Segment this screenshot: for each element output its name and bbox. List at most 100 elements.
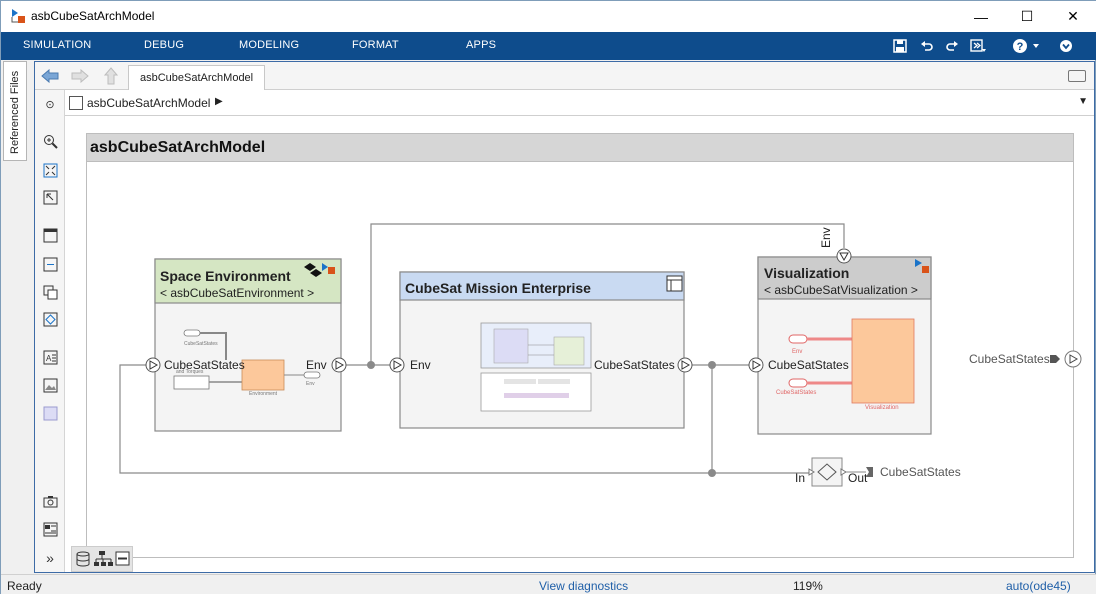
model-data-icon[interactable]	[76, 551, 90, 567]
env-thumb-out: Env	[306, 381, 315, 387]
help-icon[interactable]: ?	[1011, 37, 1041, 55]
mission-in-port-label: Env	[410, 358, 431, 372]
vis-thumb-block: Visualization	[865, 405, 899, 411]
referenced-files-label: Referenced Files	[9, 70, 21, 154]
env-out-port-label: Env	[306, 358, 327, 372]
undo-icon[interactable]	[918, 37, 936, 55]
env-thumb-mid: and Torques	[176, 369, 204, 375]
vis-thumbnail: Env CubeSatStates Visualization	[776, 318, 915, 411]
model-tab[interactable]: asbCubeSatArchModel	[128, 65, 266, 90]
adapter-in-label: In	[795, 471, 805, 485]
env-thumb-block: Environment	[249, 391, 278, 397]
adapter-icon[interactable]	[42, 311, 58, 327]
forward-icon[interactable]	[70, 67, 90, 85]
hierarchy-icon[interactable]	[94, 551, 113, 566]
back-icon[interactable]	[40, 67, 60, 85]
cubesat-mission-enterprise-block[interactable]: CubeSat Mission Enterprise	[389, 271, 693, 429]
zoom-level[interactable]: 119%	[793, 579, 823, 593]
referenced-files-tab[interactable]: Referenced Files	[3, 61, 27, 161]
model-icon	[69, 96, 83, 110]
arrow-select-icon[interactable]	[42, 189, 58, 205]
annotation-icon[interactable]: A	[42, 349, 58, 365]
solver-link[interactable]: auto(ode45)	[1006, 579, 1071, 593]
vis-thumb-top: Env	[792, 349, 802, 355]
diagram-canvas[interactable]: asbCubeSatArchModel	[66, 117, 1093, 572]
mission-title: CubeSat Mission Enterprise	[405, 280, 591, 296]
redo-icon[interactable]	[943, 37, 961, 55]
env-ref: < asbCubeSatEnvironment >	[160, 286, 314, 300]
simulink-logo-icon	[11, 9, 25, 23]
area-icon[interactable]	[42, 227, 58, 243]
camera-icon[interactable]	[42, 493, 58, 509]
title-bar: asbCubeSatArchModel — ☐ ✕	[1, 1, 1096, 32]
copy-block-icon[interactable]	[42, 284, 58, 300]
maximize-button[interactable]: ☐	[1004, 1, 1050, 32]
tab-modeling[interactable]: MODELING	[239, 39, 300, 51]
root-outport[interactable]: CubeSatStates	[969, 350, 1082, 368]
model-tab-label: asbCubeSatArchModel	[140, 72, 254, 84]
breadcrumb-item[interactable]: asbCubeSatArchModel	[87, 96, 211, 110]
property-inspector-icon[interactable]	[42, 521, 58, 537]
canvas-bottom-tools	[71, 546, 133, 572]
maximize-icon: ☐	[1020, 8, 1034, 24]
junction-dots	[367, 361, 716, 477]
env-thumb-top: CubeSatStates	[184, 341, 218, 347]
vis-thumb-bottom: CubeSatStates	[776, 390, 816, 396]
vis-title: Visualization	[764, 265, 849, 281]
visualization-block[interactable]: Visualization < asbCubeSatVisualization …	[748, 227, 932, 435]
hide-browser-icon[interactable]: ⊙	[45, 98, 55, 111]
svg-text:A: A	[46, 354, 52, 363]
zoom-icon[interactable]	[42, 133, 58, 149]
model-header: asbCubeSatArchModel	[87, 134, 1073, 162]
tab-format[interactable]: FORMAT	[352, 39, 399, 51]
architecture-diagram: Space Environment < asbCubeSatEnvironmen…	[119, 223, 1082, 487]
outport-label: CubeSatStates	[969, 352, 1050, 366]
model-title: asbCubeSatArchModel	[90, 139, 266, 156]
model-reference-icon	[915, 259, 929, 273]
tab-simulation[interactable]: SIMULATION	[23, 39, 92, 51]
env-thumbnail: CubeSatStates and Torques Environment En…	[173, 329, 321, 397]
env-in-port-label: CubeSatStates	[164, 358, 245, 372]
svg-text:?: ?	[1017, 41, 1024, 53]
step-forward-icon[interactable]	[969, 37, 987, 55]
subsystem-reference-icon	[304, 263, 335, 277]
editor-frame: asbCubeSatArchModel asbCubeSatArchModel …	[34, 61, 1095, 573]
navigation-row: asbCubeSatArchModel	[35, 62, 1094, 90]
close-icon: ✕	[1067, 8, 1079, 24]
chevron-down-icon[interactable]: ▼	[1078, 96, 1088, 107]
mission-thumbnail	[480, 322, 592, 412]
more-tools-icon[interactable]: »	[46, 550, 54, 566]
status-bar: Ready View diagnostics 119% auto(ode45)	[1, 574, 1096, 594]
architecture-view-icon	[666, 275, 683, 292]
tab-apps[interactable]: APPS	[466, 39, 497, 51]
adapter-block[interactable]: In Out CubeSatStates	[795, 457, 961, 487]
keyboard-icon[interactable]	[1068, 70, 1086, 82]
env-title: Space Environment	[160, 268, 291, 284]
view-diagnostics-link[interactable]: View diagnostics	[539, 579, 629, 593]
space-environment-block[interactable]: Space Environment < asbCubeSatEnvironmen…	[145, 258, 347, 432]
adapter-out-signal: CubeSatStates	[880, 465, 961, 479]
box-icon[interactable]	[42, 405, 58, 421]
connection-lines	[119, 223, 845, 474]
collapse-panel-icon[interactable]	[115, 551, 130, 566]
tab-debug[interactable]: DEBUG	[144, 39, 185, 51]
collapse-toolstrip-icon[interactable]	[1057, 37, 1075, 55]
adapter-out-label: Out	[848, 471, 868, 485]
vis-top-port-label: Env	[819, 227, 833, 248]
minimize-icon: —	[974, 8, 988, 25]
mission-out-port-label: CubeSatStates	[594, 358, 675, 372]
vis-in-port-label: CubeSatStates	[768, 358, 849, 372]
vis-ref: < asbCubeSatVisualization >	[764, 283, 918, 297]
image-icon[interactable]	[42, 377, 58, 393]
caret-right-icon[interactable]: ▶	[215, 96, 223, 107]
toolstrip-tabs: SIMULATION DEBUG MODELING FORMAT APPS ?	[1, 32, 1096, 60]
up-icon[interactable]	[101, 67, 121, 85]
close-button[interactable]: ✕	[1050, 1, 1096, 32]
save-icon[interactable]	[891, 37, 909, 55]
port-icon[interactable]	[42, 256, 58, 272]
window-title: asbCubeSatArchModel	[31, 9, 155, 23]
fit-icon[interactable]	[42, 162, 58, 178]
minimize-button[interactable]: —	[958, 1, 1004, 32]
canvas-toolbar: ⊙ A	[35, 90, 65, 572]
